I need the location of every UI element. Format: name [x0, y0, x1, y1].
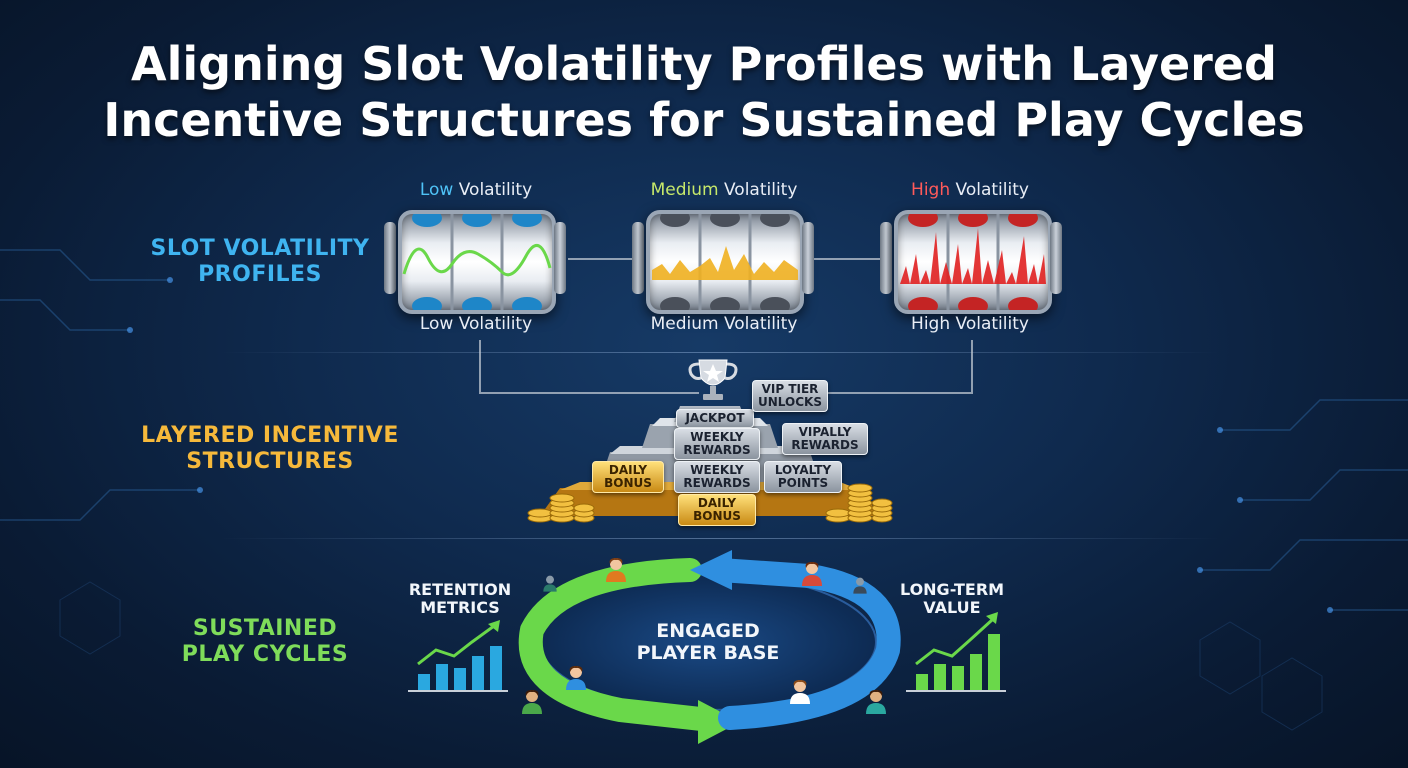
reel-high — [894, 210, 1052, 314]
cycles-label-line1: SUSTAINED — [192, 616, 338, 641]
reel-medium-right-cap — [802, 222, 814, 294]
badge-jackpot: JACKPOT — [676, 409, 754, 428]
metrics-line: METRICS — [420, 598, 500, 617]
avatar-icon — [790, 680, 810, 704]
engaged-player-base-label: ENGAGED PLAYER BASE — [608, 620, 808, 664]
badge-loyalty-points: LOYALTY POINTS — [764, 461, 842, 493]
reel-low-top-label: Low Volatility — [419, 180, 533, 200]
section-divider-2 — [220, 538, 1220, 539]
reel-low-left-cap — [384, 222, 396, 294]
bracket-bottom-left — [479, 392, 699, 394]
retention-metrics-label: RETENTION METRICS — [400, 581, 520, 617]
value-line: VALUE — [923, 598, 981, 617]
incentive-label-line1: LAYERED INCENTIVE — [141, 423, 399, 448]
reel-connector-1 — [568, 258, 634, 260]
badge-vip-tier-unlocks: VIP TIER UNLOCKS — [752, 380, 828, 412]
incentive-label-line2: STRUCTURES — [186, 449, 354, 474]
avatar-icon — [853, 577, 867, 594]
reel-high-bottom-label: High Volatility — [911, 314, 1029, 334]
reel-medium-top-label: Medium Volatility — [650, 180, 798, 200]
high-wave-graphic — [900, 214, 1046, 310]
layered-incentive-label: LAYERED INCENTIVE STRUCTURES — [120, 423, 420, 475]
page-title-line2: Incentive Structures for Sustained Play … — [103, 93, 1305, 147]
reel-high-top-label: High Volatility — [911, 180, 1029, 200]
badge-daily-bonus-bottom: DAILY BONUS — [678, 494, 756, 526]
page-title-line1: Aligning Slot Volatility Profiles with L… — [131, 37, 1277, 91]
avatar-icon — [543, 575, 557, 592]
reel-high-left-cap — [880, 222, 892, 294]
bracket-left — [479, 340, 481, 392]
coin-stack-icon — [527, 493, 595, 523]
badge-vipally-rewards: VIPALLY REWARDS — [782, 423, 868, 455]
reel-high-right-cap — [1050, 222, 1062, 294]
bar-chart-icon — [906, 612, 1006, 692]
reel-medium-left-cap — [632, 222, 644, 294]
avatar-icon — [606, 558, 626, 582]
badge-weekly-rewards-mid: WEEKLY REWARDS — [674, 461, 760, 493]
reel-medium — [646, 210, 804, 314]
badge-weekly-rewards-top: WEEKLY REWARDS — [674, 428, 760, 460]
trophy-icon — [688, 359, 738, 400]
section-divider-1 — [220, 352, 1220, 353]
avatar-icon — [866, 690, 886, 714]
sustained-play-label: SUSTAINED PLAY CYCLES — [130, 616, 400, 668]
avatar-icon — [566, 666, 586, 690]
trend-arrow-icon — [915, 618, 994, 666]
bracket-bottom-right — [752, 392, 973, 394]
player-base-line: PLAYER BASE — [636, 642, 780, 664]
low-wave-graphic — [402, 214, 552, 310]
medium-wave-graphic — [652, 214, 798, 310]
slot-label-line2: PROFILES — [198, 262, 322, 287]
coin-stack-icon — [825, 483, 893, 523]
reel-low — [398, 210, 556, 314]
bracket-right — [971, 340, 973, 392]
reel-medium-bottom-label: Medium Volatility — [650, 314, 798, 334]
trend-arrow-icon — [417, 624, 495, 666]
reel-connector-2 — [814, 258, 880, 260]
engaged-line: ENGAGED — [656, 620, 760, 642]
long-term-value-label: LONG-TERM VALUE — [892, 581, 1012, 617]
slot-label-line1: SLOT VOLATILITY — [150, 236, 370, 261]
reel-low-bottom-label: Low Volatility — [419, 314, 533, 334]
slot-volatility-label: SLOT VOLATILITY PROFILES — [120, 236, 400, 288]
bar-chart-icon — [408, 620, 508, 692]
avatar-icon — [802, 562, 822, 586]
retention-line: RETENTION — [408, 580, 512, 599]
badge-daily-bonus-left: DAILY BONUS — [592, 461, 664, 493]
cycles-label-line2: PLAY CYCLES — [181, 642, 349, 667]
long-term-line: LONG-TERM — [899, 580, 1005, 599]
avatar-icon — [522, 690, 542, 714]
reel-low-right-cap — [554, 222, 566, 294]
